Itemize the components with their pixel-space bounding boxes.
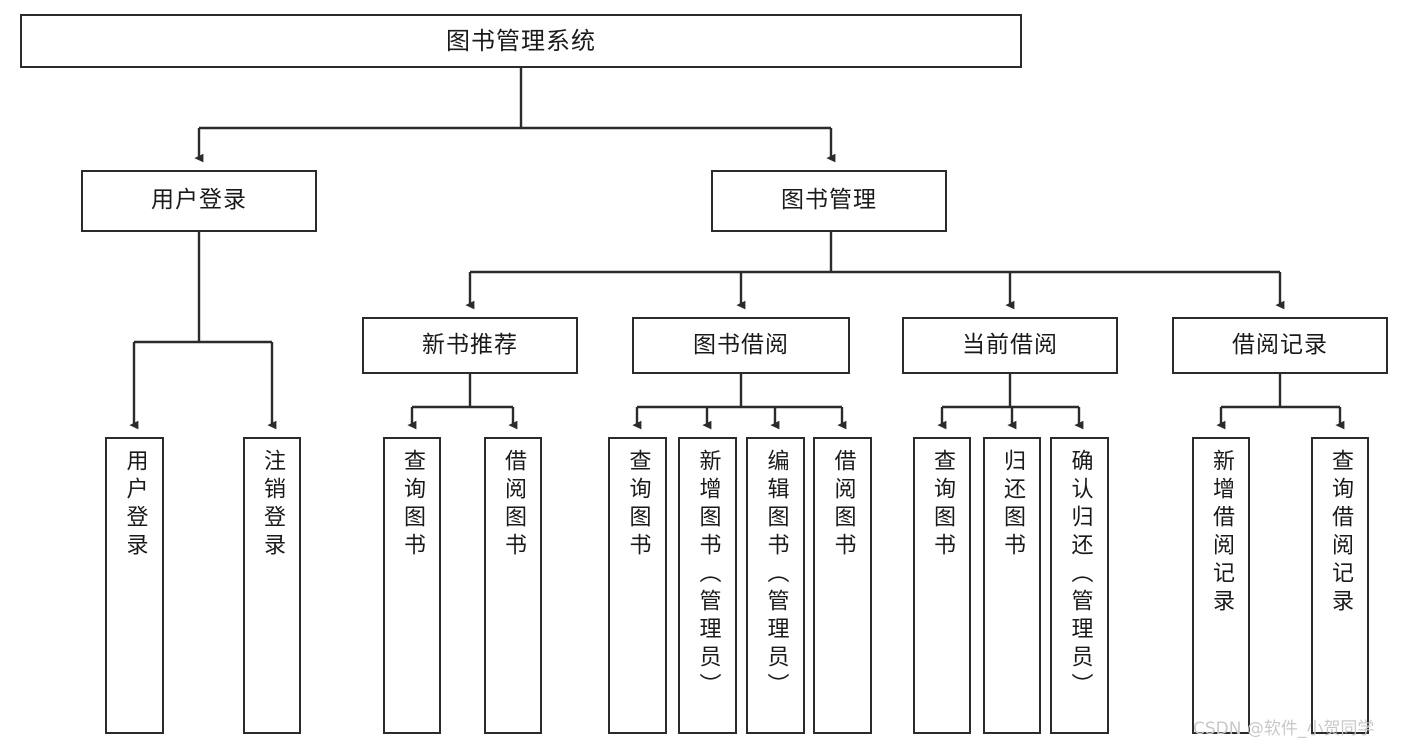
node-leaf-user-login[interactable]: 用户登录 bbox=[105, 437, 164, 734]
node-leaf-query-borrow-record-label: 查询借阅记录 bbox=[1327, 449, 1353, 617]
node-leaf-query-book-rec[interactable]: 查询图书 bbox=[383, 437, 441, 734]
node-borrow-record-label: 借阅记录 bbox=[1232, 331, 1328, 358]
node-current-borrow[interactable]: 当前借阅 bbox=[902, 317, 1118, 374]
node-leaf-query-book-bb-label: 查询图书 bbox=[625, 449, 651, 561]
node-leaf-query-borrow-record[interactable]: 查询借阅记录 bbox=[1311, 437, 1369, 734]
node-leaf-borrow-book-rec[interactable]: 借阅图书 bbox=[484, 437, 542, 734]
node-user-login-label: 用户登录 bbox=[151, 187, 247, 214]
node-leaf-return-book[interactable]: 归还图书 bbox=[983, 437, 1041, 734]
node-leaf-logout-label: 注销登录 bbox=[259, 449, 285, 561]
node-leaf-borrow-book-bb-label: 借阅图书 bbox=[830, 449, 856, 561]
node-leaf-add-book-admin[interactable]: 新增图书（管理员） bbox=[678, 437, 737, 734]
node-leaf-add-borrow-record[interactable]: 新增借阅记录 bbox=[1192, 437, 1250, 734]
node-book-borrow[interactable]: 图书借阅 bbox=[632, 317, 850, 374]
node-leaf-add-borrow-record-label: 新增借阅记录 bbox=[1208, 449, 1234, 617]
node-leaf-borrow-book-bb[interactable]: 借阅图书 bbox=[813, 437, 872, 734]
node-leaf-query-book-cb[interactable]: 查询图书 bbox=[913, 437, 971, 734]
node-leaf-confirm-return-label: 确认归还（管理员） bbox=[1067, 449, 1093, 701]
node-borrow-record[interactable]: 借阅记录 bbox=[1172, 317, 1388, 374]
node-leaf-logout[interactable]: 注销登录 bbox=[243, 437, 301, 734]
node-new-book-recommend[interactable]: 新书推荐 bbox=[362, 317, 578, 374]
node-root[interactable]: 图书管理系统 bbox=[20, 14, 1022, 68]
node-new-book-recommend-label: 新书推荐 bbox=[422, 331, 518, 358]
node-leaf-query-book-bb[interactable]: 查询图书 bbox=[608, 437, 667, 734]
node-leaf-borrow-book-rec-label: 借阅图书 bbox=[500, 449, 526, 561]
node-leaf-query-book-rec-label: 查询图书 bbox=[399, 449, 425, 561]
node-book-manage[interactable]: 图书管理 bbox=[711, 170, 947, 232]
node-leaf-edit-book-admin-label: 编辑图书（管理员） bbox=[763, 449, 789, 701]
node-leaf-query-book-cb-label: 查询图书 bbox=[929, 449, 955, 561]
node-book-borrow-label: 图书借阅 bbox=[693, 331, 789, 358]
node-current-borrow-label: 当前借阅 bbox=[962, 331, 1058, 358]
node-root-label: 图书管理系统 bbox=[446, 26, 596, 55]
node-leaf-user-login-label: 用户登录 bbox=[122, 449, 148, 561]
node-leaf-edit-book-admin[interactable]: 编辑图书（管理员） bbox=[746, 437, 805, 734]
node-book-manage-label: 图书管理 bbox=[781, 187, 877, 214]
node-leaf-add-book-admin-label: 新增图书（管理员） bbox=[695, 449, 721, 701]
csdn-watermark: CSDN @软件_小贺同学 bbox=[1193, 719, 1375, 739]
node-user-login[interactable]: 用户登录 bbox=[81, 170, 317, 232]
node-leaf-confirm-return[interactable]: 确认归还（管理员） bbox=[1050, 437, 1109, 734]
node-leaf-return-book-label: 归还图书 bbox=[999, 449, 1025, 561]
